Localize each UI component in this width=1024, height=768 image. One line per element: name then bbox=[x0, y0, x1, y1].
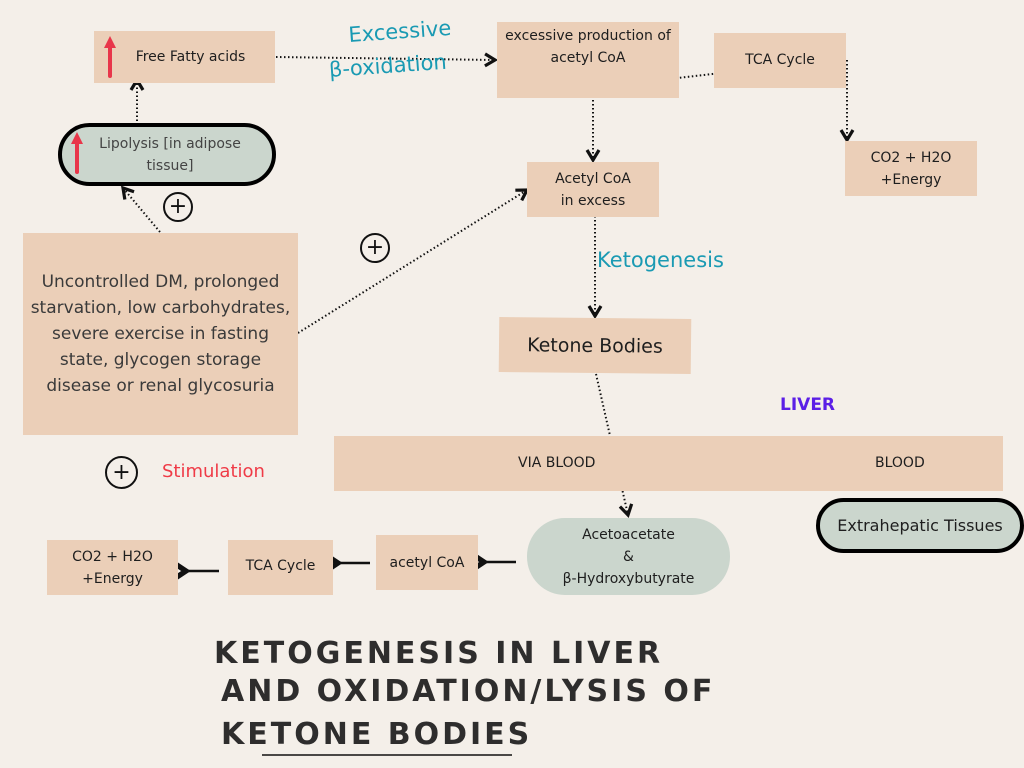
region-blood-band: VIA BLOOD BLOOD bbox=[334, 436, 1003, 491]
edge-label-beta-oxidation: Excessive bbox=[347, 15, 452, 47]
blood-label: BLOOD bbox=[875, 455, 925, 471]
node-tca-cycle-liver: TCA Cycle bbox=[714, 33, 846, 88]
node-co2-h2o-energy-tissue: CO2 + H2O +Energy bbox=[47, 540, 178, 595]
edge-label-beta-oxidation-2: β-oxidation bbox=[328, 49, 448, 82]
node-ketone-bodies: Ketone Bodies bbox=[498, 316, 692, 375]
increase-arrow-icon bbox=[104, 36, 116, 78]
title-line-3: KETONE BODIES bbox=[221, 717, 533, 752]
via-blood-label: VIA BLOOD bbox=[518, 455, 596, 471]
node-excess-acetyl-coa-production-label: excessive production of acetyl CoA bbox=[505, 28, 671, 66]
node-tca-cycle-tissue: TCA Cycle bbox=[228, 540, 333, 595]
stimulation-plus-icon: + bbox=[163, 192, 193, 222]
arrow-causes-to-lipolysis bbox=[120, 185, 161, 233]
node-free-fatty-acids-label: Free Fatty acids bbox=[135, 49, 246, 65]
legend-stimulation-label: Stimulation bbox=[162, 461, 265, 482]
increase-arrow-icon bbox=[71, 132, 83, 174]
arrow-causes-to-acetyl-excess bbox=[297, 188, 530, 334]
node-excess-acetyl-coa-production: excessive production of acetyl CoA bbox=[497, 22, 679, 98]
node-co2-h2o-energy-liver: CO2 + H2O +Energy bbox=[845, 141, 977, 196]
node-lipolysis: Lipolysis [in adipose tissue] bbox=[58, 123, 276, 186]
title-line-1: KETOGENESIS IN LIVER bbox=[214, 636, 664, 671]
stimulation-plus-icon: + bbox=[360, 233, 390, 263]
legend-plus-icon: + bbox=[105, 456, 138, 489]
node-causes: Uncontrolled DM, prolonged starvation, l… bbox=[23, 233, 298, 435]
node-acetyl-coa-tissue: acetyl CoA bbox=[376, 535, 478, 590]
node-acetyl-coa-excess: Acetyl CoA in excess bbox=[527, 162, 659, 217]
title-line-2: AND OXIDATION/LYSIS OF bbox=[221, 674, 716, 709]
node-free-fatty-acids: Free Fatty acids bbox=[94, 31, 275, 83]
node-lipolysis-label: Lipolysis [in adipose tissue] bbox=[99, 135, 241, 174]
node-extrahepatic-tissues: Extrahepatic Tissues bbox=[816, 498, 1024, 553]
node-causes-label: Uncontrolled DM, prolonged starvation, l… bbox=[30, 272, 291, 396]
region-label-liver: LIVER bbox=[780, 395, 836, 415]
edge-label-ketogenesis: Ketogenesis bbox=[597, 248, 724, 272]
node-acetoacetate-hydroxybutyrate: Acetoacetate & β-Hydroxybutyrate bbox=[527, 518, 730, 595]
